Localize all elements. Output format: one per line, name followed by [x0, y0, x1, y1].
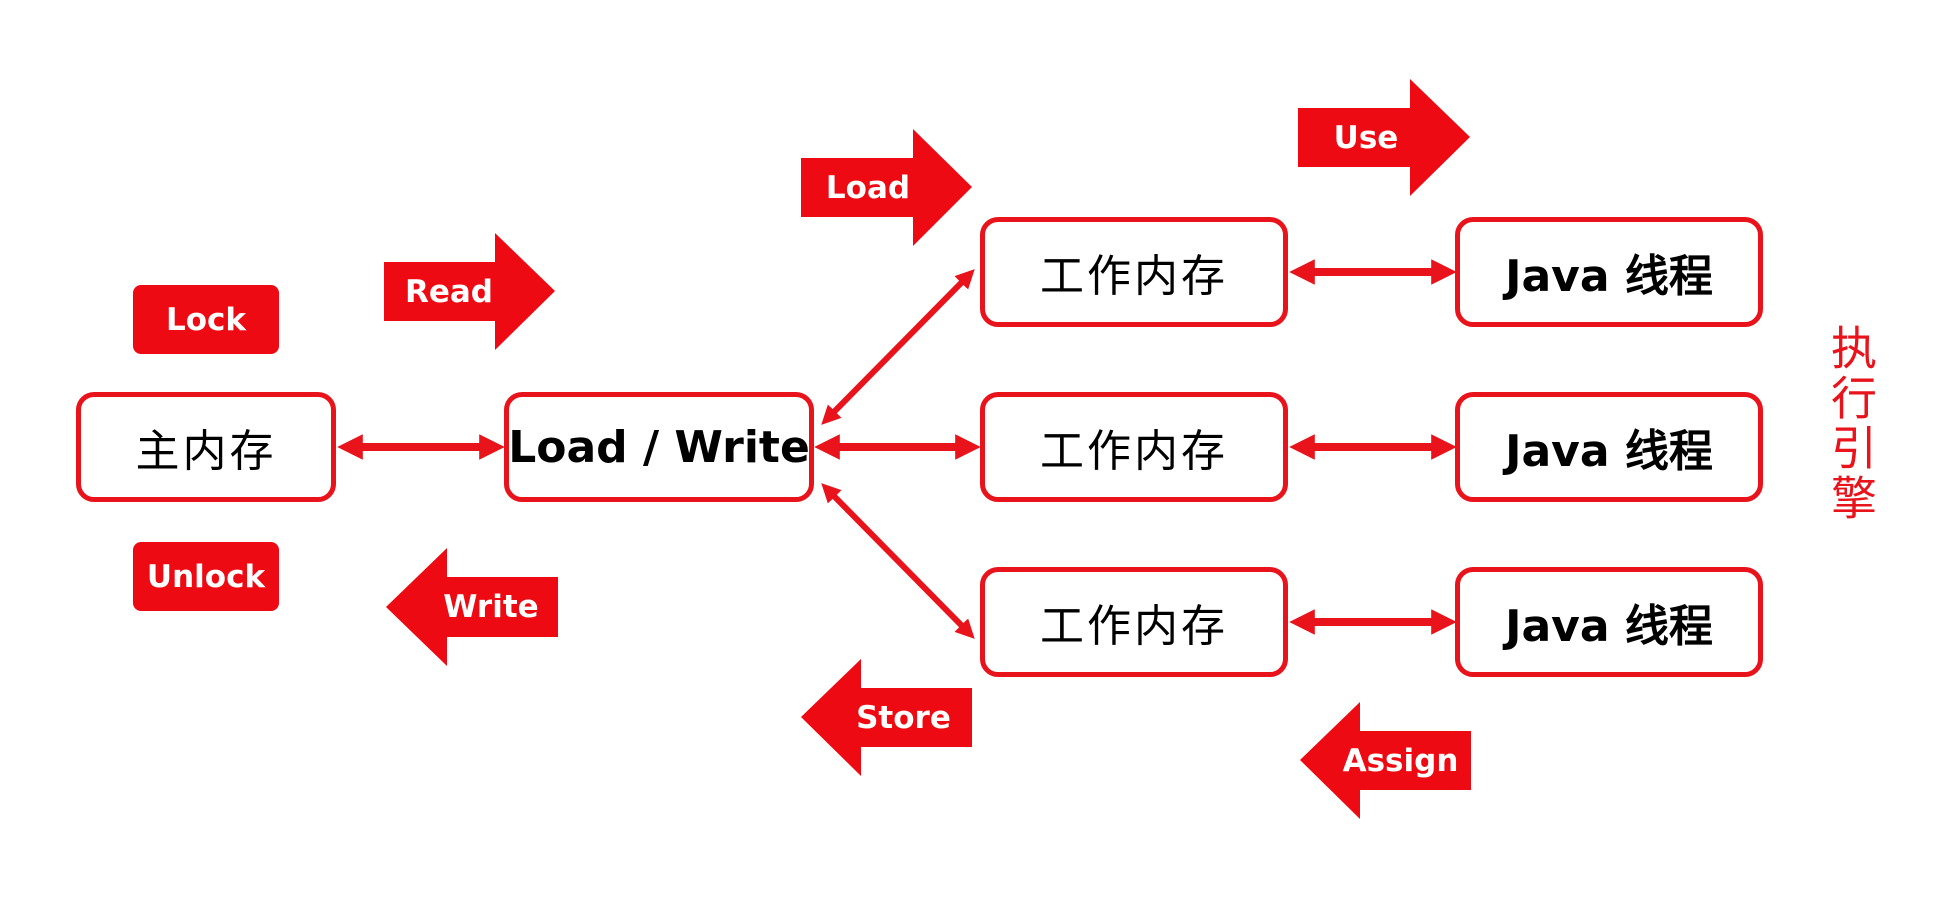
main-memory-node: 主内存: [76, 392, 336, 502]
java-thread-node-1: Java 线程: [1455, 217, 1763, 327]
lock-tag: Lock: [133, 285, 279, 354]
unlock-tag: Unlock: [133, 542, 279, 611]
work-memory-node-1: 工作内存: [980, 217, 1288, 327]
read-arrow: [384, 233, 555, 350]
connector-loadwrite-work-1: [821, 269, 975, 425]
store-arrow: [801, 659, 972, 776]
java-thread-node-3: Java 线程: [1455, 567, 1763, 677]
use-arrow: [1298, 79, 1470, 196]
load-write-node: Load / Write: [504, 392, 814, 502]
assign-arrow: [1300, 702, 1471, 819]
execution-engine-label: 执行引擎: [1824, 324, 1878, 524]
write-arrow: [386, 548, 558, 666]
work-memory-node-3: 工作内存: [980, 567, 1288, 677]
load-arrow: [801, 129, 972, 246]
work-memory-node-2: 工作内存: [980, 392, 1288, 502]
java-thread-node-2: Java 线程: [1455, 392, 1763, 502]
connector-loadwrite-work-3: [821, 483, 975, 639]
